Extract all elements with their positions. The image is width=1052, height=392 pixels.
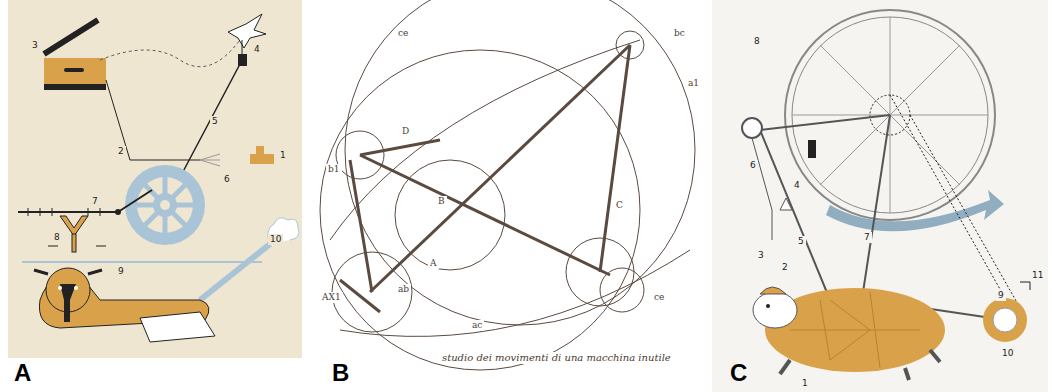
panel-letter: A [12,360,33,386]
callout-number: 11 [1030,270,1045,281]
panel-letter: B [330,360,351,386]
callout-number: 4 [252,44,262,55]
callout-number: 1 [278,150,288,161]
geometry-label: B [436,196,447,207]
geometry-label: ce [396,28,410,39]
handwritten-caption: studio dei movimenti di una macchina inu… [440,352,673,364]
callout-number: 10 [1000,348,1015,359]
geometry-label: C [614,200,625,211]
geometry-label: AX1 [320,292,343,303]
callout-number: 9 [996,290,1006,301]
callout-number: 10 [268,234,283,245]
panel-letter: C [728,360,749,386]
callout-number: 7 [90,196,100,207]
callout-number: 1 [800,378,810,389]
panel-b-drawing [320,0,695,370]
geometry-label: ac [470,320,484,331]
geometry-label: A [428,258,439,269]
callout-number: 2 [116,146,126,157]
callout-number: 6 [222,174,232,185]
geometry-label: b1 [326,164,342,175]
callout-number: 2 [780,262,790,273]
callout-number: 5 [210,116,220,127]
callout-number: 6 [748,160,758,171]
geometry-label: a1 [686,78,701,89]
callout-number: 9 [116,266,126,277]
geometry-label: bc [672,28,687,39]
geometry-label: ce [652,292,666,303]
geometry-label: D [400,126,411,137]
callout-number: 7 [862,232,872,243]
callout-number: 3 [756,250,766,261]
callout-number: 8 [752,36,762,47]
panel-a-drawing [8,0,302,358]
callout-number: 8 [52,232,62,243]
callout-number: 5 [796,236,806,247]
callout-number: 3 [30,40,40,51]
panel-c-drawing [712,0,1048,392]
geometry-label: ab [396,284,411,295]
callout-number: 4 [792,180,802,191]
